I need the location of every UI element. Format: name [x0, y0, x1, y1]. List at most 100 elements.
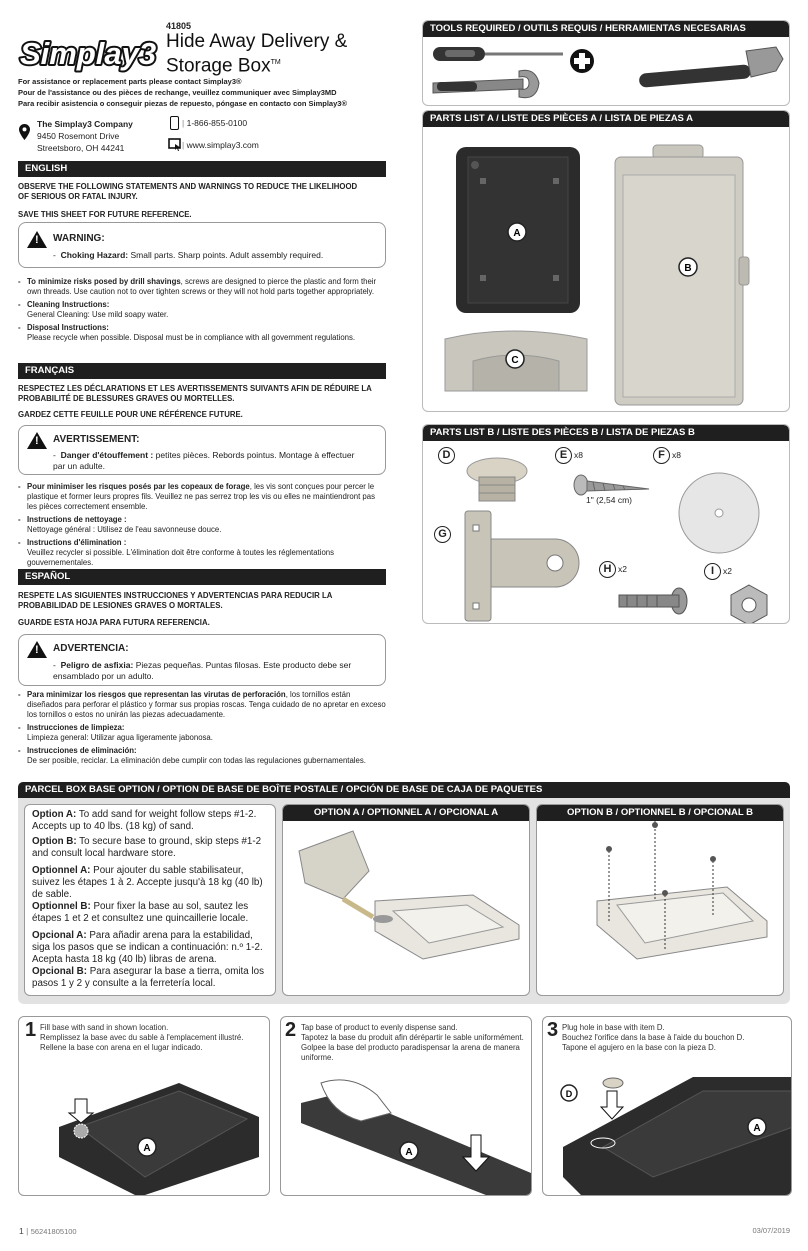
assistance-text: For assistance or replacement parts plea… — [18, 77, 347, 108]
page-number: 1 | 56241805100 — [19, 1226, 77, 1236]
spanish-bullets: Para minimizar los riesgos que represent… — [18, 690, 386, 769]
document-code: 56241805100 — [30, 1227, 77, 1236]
parts-b-illustration — [464, 457, 768, 623]
step-text: Plug hole in base with item D.Bouchez l'… — [562, 1023, 745, 1052]
label-i: I — [704, 563, 721, 580]
step-3-illustration: D A — [560, 1077, 791, 1195]
label-c-circle: C — [505, 349, 525, 369]
svg-text:D: D — [566, 1089, 573, 1099]
phone-number[interactable]: | 1-866-855-0100 — [182, 118, 248, 128]
qty-e: x8 — [574, 450, 583, 460]
step-3-panel: 3 Plug hole in base with item D.Bouchez … — [542, 1016, 792, 1196]
svg-text:A: A — [513, 228, 520, 239]
plus-icon — [570, 49, 594, 73]
option-a-illustration — [298, 830, 520, 960]
warning-icon — [27, 641, 47, 658]
screwdriver-icon — [433, 47, 563, 61]
label-f: F — [653, 447, 670, 464]
label-g: G — [434, 526, 451, 543]
parcel-heading: PARCEL BOX BASE OPTION / OPTION DE BASE … — [18, 782, 790, 798]
svg-text:Simplay3: Simplay3 — [20, 36, 156, 71]
step-number: 2 — [285, 1019, 297, 1041]
nut-icon — [730, 584, 768, 623]
option-a-heading: OPTION A / OPTIONNEL A / OPCIONAL A — [283, 805, 529, 821]
screw-icon — [573, 474, 650, 496]
option-b-illustration — [596, 821, 768, 960]
phone-icon — [170, 116, 179, 130]
list-item: Pour minimiser les risques posés par les… — [18, 482, 386, 512]
english-save: SAVE THIS SHEET FOR FUTURE REFERENCE. — [18, 210, 192, 219]
plug-icon — [466, 457, 528, 502]
location-icon — [19, 124, 30, 145]
svg-text:C: C — [511, 355, 518, 366]
step-text: Tap base of product to evenly dispense s… — [301, 1023, 524, 1062]
wrench-icon — [432, 69, 540, 99]
warning-text: - Peligro de asfixia: Piezas pequeñas. P… — [53, 660, 352, 681]
tools-illustration — [432, 46, 784, 99]
list-item: Disposal Instructions:Please recycle whe… — [18, 323, 386, 343]
french-bullets: Pour minimiser les risques posés par les… — [18, 482, 386, 571]
step-number: 3 — [547, 1019, 559, 1041]
logo-mark: Simplay3 — [18, 34, 158, 73]
tools-panel: TOOLS REQUIRED / OUTILS REQUIS / HERRAMI… — [422, 20, 790, 106]
svg-text:A: A — [143, 1143, 150, 1154]
svg-text:B: B — [684, 263, 691, 274]
list-item: To minimize risks posed by drill shaving… — [18, 277, 386, 297]
parts-a-heading: PARTS LIST A / LISTE DES PIÈCES A / LIST… — [423, 111, 789, 127]
spanish-save: GUARDE ESTA HOJA PARA FUTURA REFERENCIA. — [18, 618, 210, 627]
warning-text: - Choking Hazard: Small parts. Sharp poi… — [53, 250, 324, 260]
warning-icon — [27, 432, 47, 449]
warning-title: ADVERTENCIA: — [53, 643, 129, 654]
parts-list-b-panel: PARTS LIST B / LISTE DES PIÈCES B / LIST… — [422, 424, 790, 624]
warning-title: WARNING: — [53, 233, 105, 244]
option-a-panel: OPTION A / OPTIONNEL A / OPCIONAL A — [282, 804, 530, 996]
web-icon — [168, 138, 182, 156]
step-1-panel: 1 Fill base with sand in shown location.… — [18, 1016, 270, 1196]
svg-text:A: A — [405, 1147, 412, 1158]
english-warning-box: WARNING: - Choking Hazard: Small parts. … — [18, 222, 386, 268]
option-b-panel: OPTION B / OPTIONNEL B / OPCIONAL B — [536, 804, 784, 996]
model-number: 41805 — [166, 21, 192, 31]
step-2-panel: 2 Tap base of product to evenly dispense… — [280, 1016, 532, 1196]
french-warning-box: AVERTISSEMENT: - Danger d'étouffement : … — [18, 425, 386, 475]
label-h: H — [599, 561, 616, 578]
english-intro: OBSERVE THE FOLLOWING STATEMENTS AND WAR… — [18, 182, 358, 201]
bolt-icon — [618, 587, 688, 615]
svg-text:A: A — [753, 1123, 760, 1134]
parts-a-illustration: A B C — [444, 144, 750, 406]
parcel-option-section: PARCEL BOX BASE OPTION / OPTION DE BASE … — [18, 782, 790, 1004]
bracket-icon — [464, 510, 580, 622]
page-title: Hide Away Delivery & Storage BoxTM — [166, 31, 348, 77]
qty-f: x8 — [672, 450, 681, 460]
option-text-box: Option A: To add sand for weight follow … — [24, 804, 276, 996]
company-address: The Simplay3 Company 9450 Rosemont Drive… — [37, 119, 133, 153]
list-item: Cleaning Instructions:General Cleaning: … — [18, 300, 386, 320]
step-1-illustration: A — [59, 1083, 259, 1195]
section-english: ENGLISH — [18, 161, 386, 177]
option-b-heading: OPTION B / OPTIONNEL B / OPCIONAL B — [537, 805, 783, 821]
tools-heading: TOOLS REQUIRED / OUTILS REQUIS / HERRAMI… — [423, 21, 789, 37]
list-item: Instrucciones de limpieza:Limpieza gener… — [18, 723, 386, 743]
warning-title: AVERTISSEMENT: — [53, 434, 140, 445]
warning-icon — [27, 231, 47, 248]
step-number: 1 — [25, 1019, 37, 1041]
washer-icon — [678, 472, 760, 554]
french-save: GARDEZ CETTE FEUILLE POUR UNE RÉFÉRENCE … — [18, 410, 243, 419]
label-b-circle: B — [678, 257, 698, 277]
label-d: D — [438, 447, 455, 464]
website-link[interactable]: | www.simplay3.com — [182, 140, 259, 150]
english-bullets: To minimize risks posed by drill shaving… — [18, 277, 386, 346]
part-b-box — [614, 144, 750, 406]
list-item: Para minimizar los riesgos que represent… — [18, 690, 386, 720]
french-intro: RESPECTEZ LES DÉCLARATIONS ET LES AVERTI… — [18, 384, 372, 403]
parts-list-a-panel: PARTS LIST A / LISTE DES PIÈCES A / LIST… — [422, 110, 790, 412]
step-2-illustration: A — [301, 1079, 531, 1195]
screw-length: 1" (2,54 cm) — [586, 495, 633, 505]
qty-h: x2 — [618, 564, 627, 574]
list-item: Instrucciones de eliminación:De ser posi… — [18, 746, 386, 766]
document-date: 03/07/2019 — [752, 1226, 790, 1235]
section-spanish: ESPAÑOL — [18, 569, 386, 585]
parts-b-heading: PARTS LIST B / LISTE DES PIÈCES B / LIST… — [423, 425, 789, 441]
spanish-intro: RESPETE LAS SIGUIENTES INSTRUCCIONES Y A… — [18, 591, 333, 610]
label-a-circle: A — [507, 222, 527, 242]
